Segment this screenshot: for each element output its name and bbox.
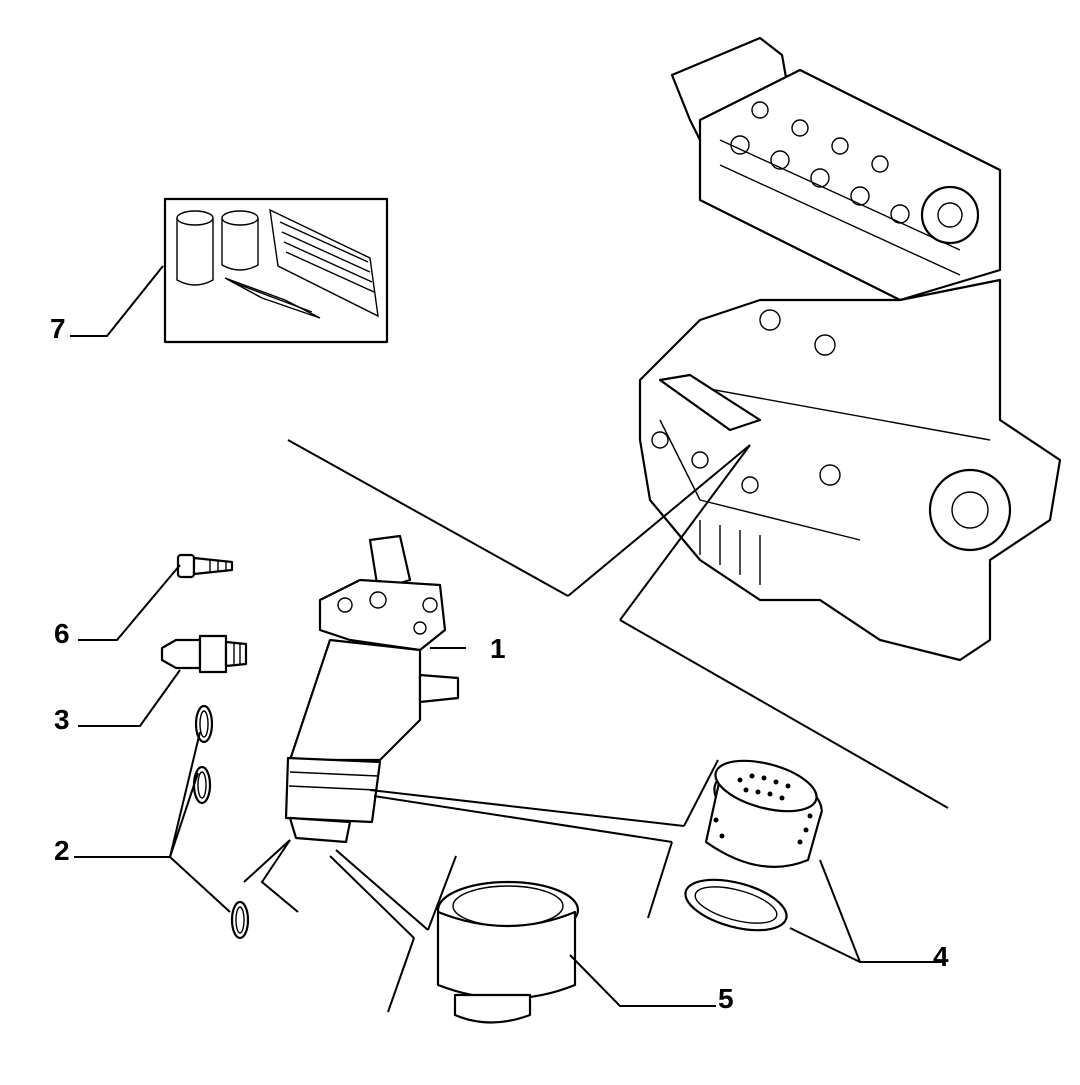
filter-seal	[684, 878, 788, 932]
pressure-sensor	[160, 634, 248, 674]
callout-3: 3	[54, 704, 70, 735]
bolt	[176, 553, 234, 579]
callout-7: 7	[50, 313, 66, 344]
oil-filter-housing	[284, 534, 460, 844]
leader-lines	[70, 265, 949, 1013]
callout-4: 4	[933, 941, 949, 972]
filter-cup	[436, 880, 580, 1024]
callout-labels: 7 6 3 2 1 4 5	[50, 313, 949, 1014]
callout-5: 5	[718, 983, 734, 1014]
engine-assembly	[638, 36, 1062, 662]
callout-1: 1	[490, 633, 506, 664]
callout-2: 2	[54, 835, 70, 866]
filter-element	[704, 759, 824, 868]
filter-kit-box	[163, 197, 389, 344]
callout-6: 6	[54, 618, 70, 649]
